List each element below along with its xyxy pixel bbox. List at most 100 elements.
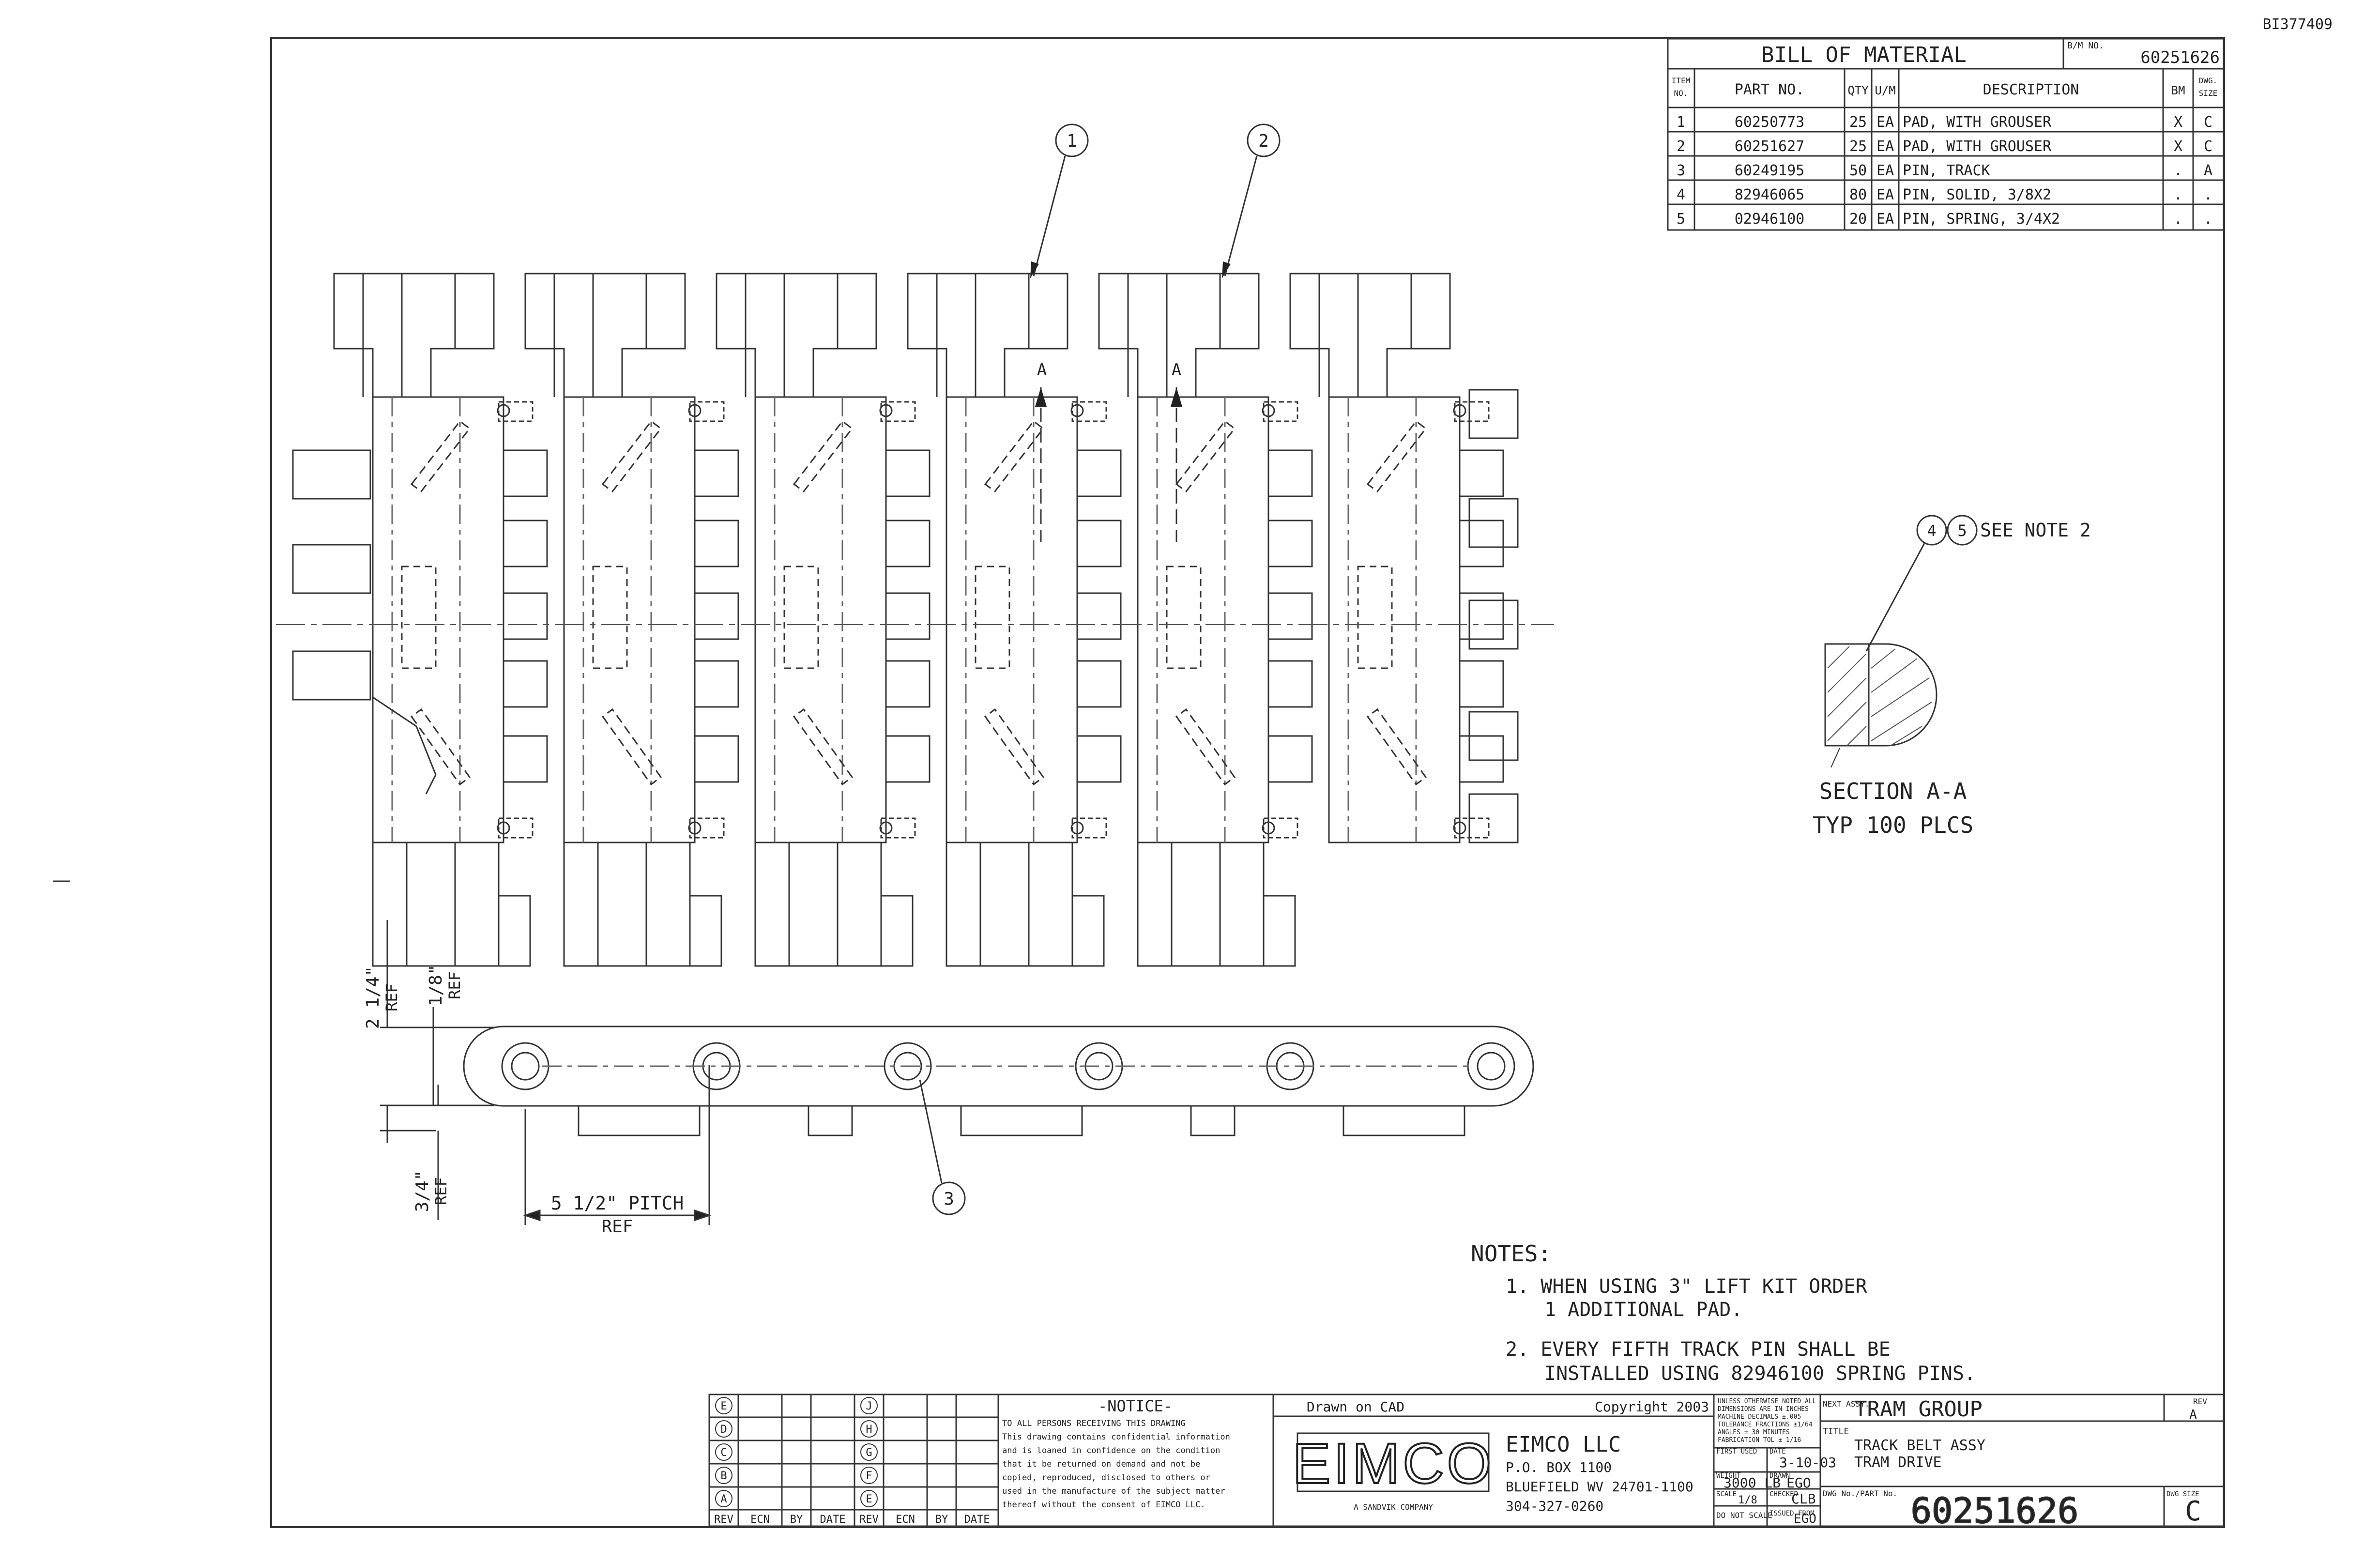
next-assy-value: TRAM GROUP <box>1854 1397 1983 1422</box>
bom-dwg-size: A <box>2204 162 2212 179</box>
dimensions <box>380 920 712 1225</box>
sheet-border <box>270 37 2225 1528</box>
dwg-no-value: 60251626 <box>1911 1490 2079 1531</box>
svg-text:REF: REF <box>432 1177 450 1205</box>
rev-letter-circle <box>860 1443 878 1461</box>
tolerance-note: UNLESS OTHERWISE NOTED ALL <box>1718 1398 1816 1405</box>
rev-letter: B <box>720 1470 727 1482</box>
balloon-4: 4 <box>1927 521 1936 540</box>
bom-description: PAD, WITH GROUSER <box>1903 114 2052 131</box>
section-a-a-view: 4 5 SEE NOTE 2 SECTION A-A TYP 100 PLCS <box>1813 515 2091 838</box>
track-plan-view <box>292 273 1519 967</box>
note-2-line-1: 2. EVERY FIFTH TRACK PIN SHALL BE <box>1506 1338 1891 1361</box>
bom-part-no: 82946065 <box>1735 186 1805 203</box>
title-line-1: TRACK BELT ASSY <box>1854 1437 1985 1454</box>
bom-description: PIN, SOLID, 3/8X2 <box>1903 186 2051 203</box>
svg-text:A: A <box>1037 360 1047 380</box>
checked-label: CHECKED <box>1770 1490 1798 1498</box>
balloon-5: 5 <box>1957 521 1967 540</box>
checked-value: CLB <box>1791 1491 1816 1507</box>
balloon-1: 1 <box>1030 123 1089 278</box>
grouser-lug <box>1343 1106 1465 1136</box>
rev-value: A <box>2189 1408 2197 1422</box>
bom-no: 60251626 <box>2140 48 2220 67</box>
rev-letter: E <box>866 1493 872 1505</box>
logo-subtitle: A SANDVIK COMPANY <box>1354 1502 1433 1512</box>
notice-line: TO ALL PERSONS RECEIVING THIS DRAWING <box>1002 1419 1186 1428</box>
bom-dwg-size: . <box>2204 211 2212 228</box>
bom-item: 4 <box>1677 186 1685 203</box>
tolerance-note: DIMENSIONS ARE IN INCHES <box>1718 1406 1809 1413</box>
dim-pitch-ref: REF <box>601 1217 633 1237</box>
bom-qty: 50 <box>1849 162 1867 179</box>
rev-letter: D <box>720 1424 727 1436</box>
notes-heading: NOTES: <box>1471 1241 1551 1267</box>
svg-text:REF: REF <box>445 971 464 999</box>
bom-um: EA <box>1877 162 1894 179</box>
svg-text:REF: REF <box>382 983 401 1011</box>
rev-letter: A <box>720 1493 727 1505</box>
track-end-lugs-right <box>1468 389 1519 843</box>
bom-header: PART NO. <box>1735 81 1805 98</box>
note-2-line-2: INSTALLED USING 82946100 SPRING PINS. <box>1544 1363 1976 1385</box>
track-pin <box>1467 1042 1515 1090</box>
dwg-no-label: DWG No./PART No. <box>1823 1489 1897 1498</box>
dim-pitch: 5 1/2" PITCH <box>551 1193 684 1214</box>
rev-label: REV <box>2193 1397 2207 1406</box>
bom-item: 2 <box>1677 138 1685 155</box>
date-value: 3-10-03 <box>1779 1455 1836 1470</box>
svg-text:2 1/4": 2 1/4" <box>363 966 383 1029</box>
title-label: TITLE <box>1823 1426 1849 1437</box>
note-1-line-2: 1 ADDITIONAL PAD. <box>1544 1299 1742 1321</box>
track-pad <box>1098 273 1313 967</box>
rev-letter-circle <box>860 1420 878 1438</box>
track-chain-outline <box>463 1026 1534 1107</box>
weight-label: WEIGHT <box>1716 1472 1741 1480</box>
first-used-label: FIRST USED <box>1716 1448 1757 1455</box>
bom-dwg-size: C <box>2204 114 2212 131</box>
bom-title: BILL OF MATERIAL <box>1761 43 1967 67</box>
bom-bm: . <box>2174 162 2182 179</box>
rev-letter-circle <box>715 1467 732 1484</box>
notice-line: This drawing contains confidential infor… <box>1002 1432 1230 1442</box>
notice-line: thereof without the consent of EIMCO LLC… <box>1002 1500 1205 1510</box>
drawn-value: EGO <box>1786 1475 1811 1491</box>
bom-part-no: 60251627 <box>1735 138 1805 155</box>
bom-header: BM <box>2171 84 2185 97</box>
section-subtitle: TYP 100 PLCS <box>1813 812 1973 838</box>
rev-header: ECN <box>750 1514 770 1526</box>
bom-um: EA <box>1877 186 1894 203</box>
eimco-logo: EIMCO <box>1293 1432 1495 1496</box>
svg-text:1/8": 1/8" <box>426 965 446 1007</box>
rev-letter-circle <box>715 1420 732 1438</box>
bom-part-no: 02946100 <box>1735 211 1805 228</box>
copyright: Copyright 2003 <box>1595 1399 1709 1415</box>
track-pad <box>333 273 548 967</box>
scale-value: 1/8 <box>1738 1494 1757 1506</box>
track-side-view <box>463 1026 1534 1136</box>
bom-item: 3 <box>1677 162 1685 179</box>
bom-um: EA <box>1877 138 1894 155</box>
scale-label: SCALE <box>1716 1490 1737 1498</box>
bom-header: DESCRIPTION <box>1983 81 2079 98</box>
notice-line: copied, reproduced, disclosed to others … <box>1002 1473 1210 1483</box>
drawn-label: DRAWN <box>1770 1472 1790 1480</box>
bom-qty: 25 <box>1849 138 1867 155</box>
bom-bm: . <box>2174 211 2182 228</box>
track-pad <box>1289 273 1504 843</box>
bom-dwg-size: . <box>2204 186 2212 203</box>
rev-letter: H <box>866 1424 872 1436</box>
dim-3-4: 3/4" REF <box>412 1170 450 1212</box>
notice-line: used in the manufacture of the subject m… <box>1002 1486 1225 1496</box>
rev-letter-circle <box>860 1397 878 1414</box>
track-pin <box>501 1042 549 1090</box>
rev-letter: E <box>720 1400 727 1412</box>
bom-um: EA <box>1877 211 1894 228</box>
track-end-lugs-left <box>292 449 437 795</box>
title-line-2: TRAM DRIVE <box>1854 1454 1942 1471</box>
company-name: EIMCO LLC <box>1506 1432 1621 1457</box>
tolerance-note: MACHINE DECIMALS ±.005 <box>1718 1413 1801 1421</box>
rev-header: REV <box>859 1514 879 1526</box>
